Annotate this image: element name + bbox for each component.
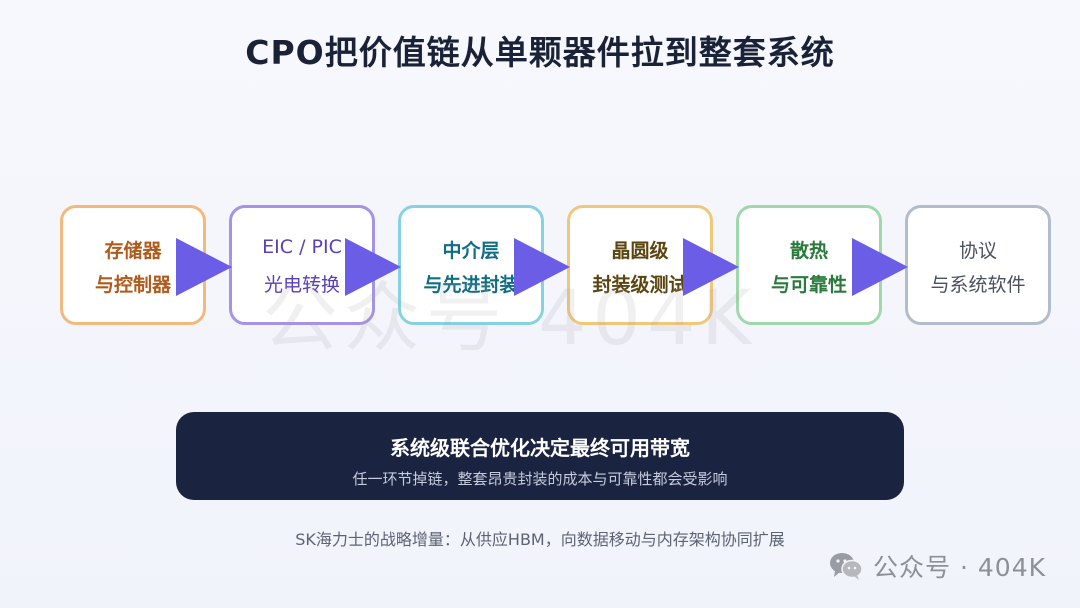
flow-arrow-1 (176, 238, 232, 296)
footer-watermark: 公众号 · 404K (829, 548, 1046, 584)
flow-box-line1: EIC / PIC (262, 236, 342, 258)
flow-box-line1: 散热 (789, 240, 828, 262)
banner-subtitle: 任一环节掉链，整套昂贵封装的成本与可靠性都会受影响 (352, 470, 728, 488)
flow-box-wafer-test: 晶圆级 封装级测试 (567, 205, 713, 325)
flow-arrow-5 (852, 238, 908, 296)
flow-box-interposer: 中介层 与先进封装 (398, 205, 544, 325)
flow-box-line2: 与可靠性 (770, 274, 847, 296)
wechat-icon (830, 553, 863, 580)
flow-box-line2: 与先进封装 (423, 274, 519, 296)
flow-box-protocol: 协议 与系统软件 (905, 205, 1051, 325)
flow-box-line1: 晶圆级 (611, 240, 669, 262)
conclusion-banner: 系统级联合优化决定最终可用带宽 任一环节掉链，整套昂贵封装的成本与可靠性都会受影… (176, 412, 904, 500)
footer-watermark-text: 公众号 · 404K (873, 553, 1046, 582)
flow-box-line2: 光电转换 (263, 274, 340, 296)
flow-box-line2: 封装级测试 (592, 274, 688, 296)
footnote: SK海力士的战略增量：从供应HBM，向数据移动与内存架构协同扩展 (295, 530, 785, 549)
flow-box-line2: 与系统软件 (930, 274, 1026, 296)
flow-arrow-3 (514, 238, 570, 296)
banner-title: 系统级联合优化决定最终可用带宽 (390, 436, 690, 460)
page-title: CPO把价值链从单颗器件拉到整套系统 (245, 33, 835, 72)
flow-arrow-4 (683, 238, 739, 296)
flow-box-line1: 协议 (958, 240, 997, 262)
flow-box-line1: 存储器 (104, 240, 162, 262)
flow-box-line2: 与控制器 (94, 274, 171, 296)
flow-arrow-2 (345, 238, 401, 296)
flow-box-line1: 中介层 (442, 240, 500, 262)
